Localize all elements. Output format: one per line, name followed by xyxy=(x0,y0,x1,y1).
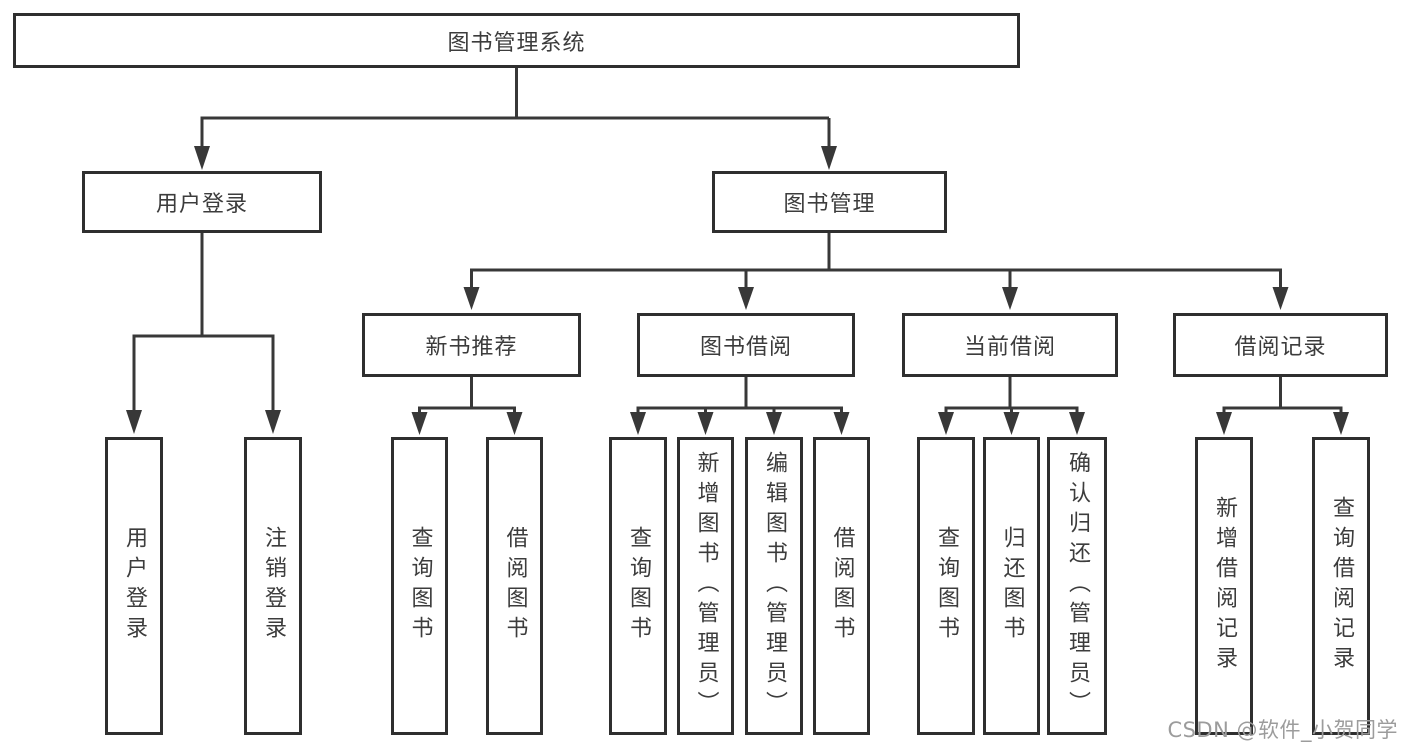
node-leaf-add-book-admin: 新增图书（管理员） xyxy=(677,437,734,735)
node-leaf-borrow-book-1: 借阅图书 xyxy=(486,437,543,735)
node-leaf-user-login: 用户登录 xyxy=(105,437,163,735)
node-leaf-return-book: 归还图书 xyxy=(983,437,1040,735)
node-book-management: 图书管理 xyxy=(712,171,947,233)
csdn-watermark: CSDN @软件_小贺同学 xyxy=(1167,718,1398,742)
node-leaf-query-book-1: 查询图书 xyxy=(391,437,448,735)
edge-current-borrow-children xyxy=(938,377,1085,435)
node-leaf-add-borrow-record: 新增借阅记录 xyxy=(1195,437,1253,735)
node-root-system: 图书管理系统 xyxy=(13,13,1020,68)
node-user-login: 用户登录 xyxy=(82,171,322,233)
node-borrow-record: 借阅记录 xyxy=(1173,313,1388,377)
node-leaf-borrow-book-2: 借阅图书 xyxy=(813,437,870,735)
edge-new-book-children xyxy=(411,377,523,435)
node-leaf-query-book-2: 查询图书 xyxy=(609,437,667,735)
node-new-book-recommend: 新书推荐 xyxy=(362,313,581,377)
edge-book-borrow-children xyxy=(630,377,850,435)
node-leaf-confirm-return-admin: 确认归还（管理员） xyxy=(1047,437,1107,735)
node-current-borrow: 当前借阅 xyxy=(902,313,1118,377)
node-leaf-query-book-3: 查询图书 xyxy=(917,437,975,735)
node-book-borrow: 图书借阅 xyxy=(637,313,855,377)
node-leaf-logout: 注销登录 xyxy=(244,437,302,735)
edge-root-to-level2 xyxy=(194,68,837,170)
edge-user-login-children xyxy=(126,233,281,434)
edge-book-mgmt-groups xyxy=(463,233,1289,310)
node-leaf-edit-book-admin: 编辑图书（管理员） xyxy=(745,437,803,735)
edge-borrow-record-children xyxy=(1216,377,1349,435)
node-leaf-query-borrow-record: 查询借阅记录 xyxy=(1312,437,1370,735)
